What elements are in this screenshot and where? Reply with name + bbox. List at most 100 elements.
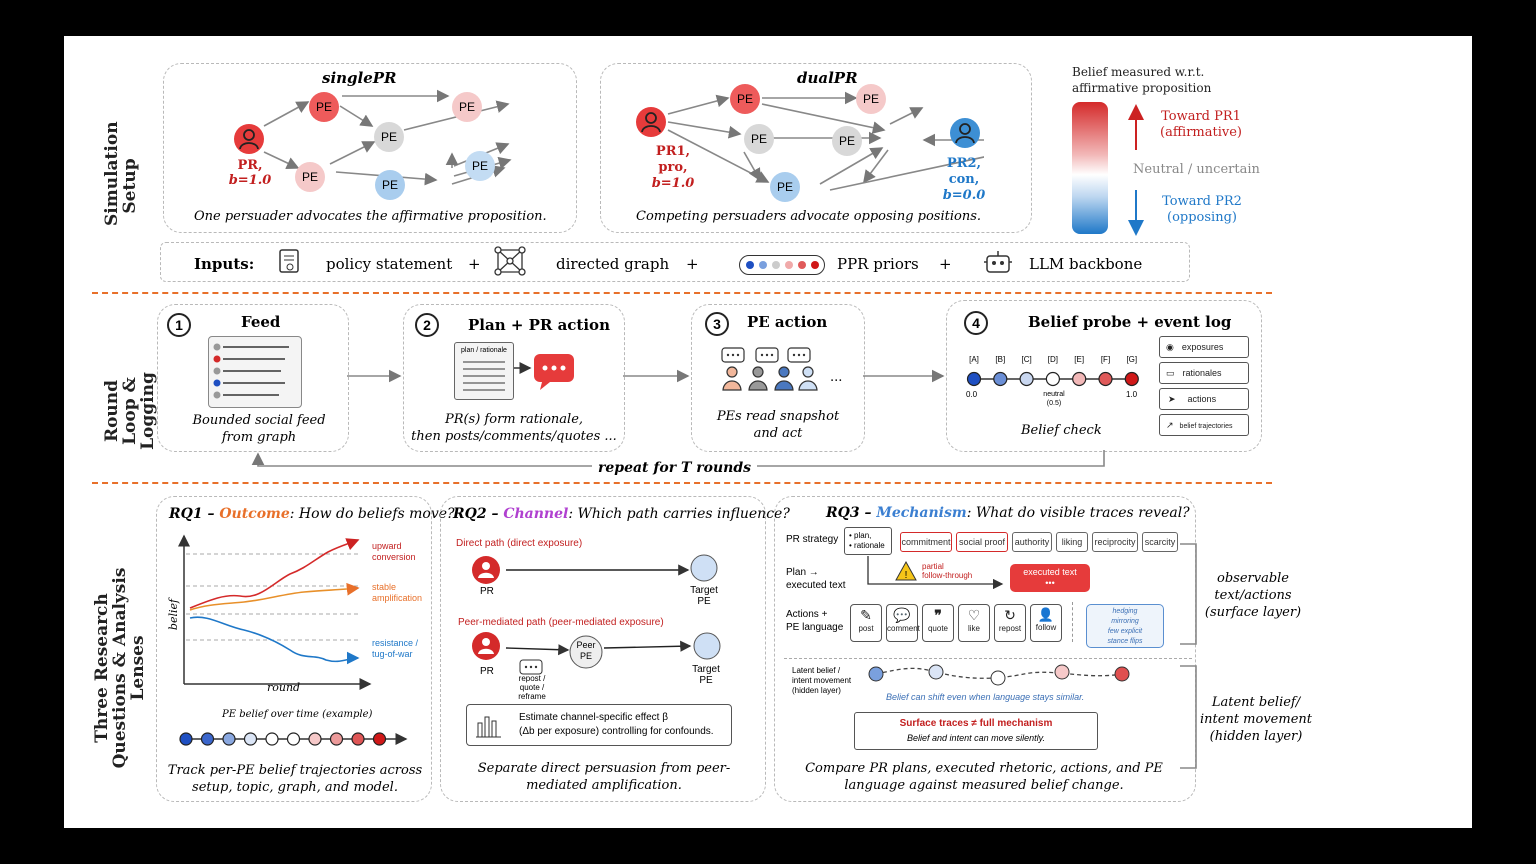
action-comment: 💬comment [886,604,920,642]
rq3-caption: Compare PR plans, executed rhetoric, act… [774,760,1194,794]
rq2-title: RQ2 – Channel: Which path carries influe… [453,506,790,522]
label-resistance: resistance /tug-of-war [372,638,418,660]
upward-line2: conversion [372,552,416,562]
rq3-caption-line2: language against measured belief change. [844,778,1124,793]
scale-label: [C] [1021,355,1031,364]
legend-arrows [1128,104,1144,236]
hedge-line1: hedging [1112,608,1138,615]
trajectory-dot [200,732,215,746]
legend-title-line1: Belief measured w.r.t. [1072,65,1205,79]
estimate-text: Estimate channel-specific effect β(Δb pe… [519,711,714,739]
step-number: 2 [415,313,439,337]
log-trajectories-label: belief trajectories [1179,423,1233,430]
inputs-bar [160,242,1190,282]
comment-icon: ▭ [1166,368,1175,378]
pr1-label: PR1, pro, b=1.0 [646,144,700,192]
action-repost-label: repost [998,624,1022,633]
pr-label: PR [480,586,494,597]
legend-bottom: Toward PR2 (opposing) [1146,194,1258,226]
rq1-trajectory-chart [178,534,372,690]
pr1-label-line2: pro, [658,160,688,175]
obs-line2: text/actions [1214,588,1292,603]
legend-bot-line1: Toward PR2 [1162,194,1242,209]
rq1-question: : How do beliefs move? [289,506,455,522]
speech-bubble-icon [534,354,574,390]
rq1-ylabel: belief [167,598,181,631]
pe-action-caption-line1: PEs read snapshot [716,409,840,424]
lat-line3: (hidden layer) [1209,729,1303,744]
policy-document-icon [279,249,299,273]
step-caption-feed: Bounded social feed from graph [174,412,344,446]
target-line2b: PE [699,675,713,686]
plus-sign: + [939,255,952,273]
more-dots: ... [830,370,843,385]
partial-line2: follow-through [922,571,973,580]
action-line2: quote / [519,683,545,692]
strategy-item-plan: plan, [854,531,872,540]
pe-group-icon [721,347,818,391]
dual-pr-title: dualPR [797,69,858,87]
scale-label: [G] [1126,355,1137,364]
direct-path-label: Direct path (direct exposure) [456,538,583,549]
latent-line2: intent movement [792,676,852,685]
strategy-commitment: commitment [900,532,952,552]
rq1-key: Outcome [219,506,290,522]
obs-line1: observable [1217,571,1289,586]
executed-dots: ••• [1045,578,1055,588]
action-post: ✎post [850,604,882,642]
plan-rationale-box: • plan,• rationale [844,527,892,555]
plan-to-text-arrow: ! [867,556,1004,590]
action-like: ♡like [958,604,990,642]
scale-label: [A] [969,355,979,364]
trajectory-dot [179,732,193,746]
rq2-question: : Which path carries influence? [568,506,790,522]
pr-label-line1: PR, [237,158,263,173]
rq3-title: RQ3 – Mechanism: What do visible traces … [826,505,1190,521]
strategy-social-proof: social proof [956,532,1008,552]
input-ppr-priors: PPR priors [837,255,919,273]
single-pr-title: singlePR [322,69,397,87]
rq1-trajectory-caption: PE belief over time (example) [222,709,373,720]
action-like-label: like [967,624,980,633]
rq3-question: : What do visible traces reveal? [966,505,1190,521]
scale-dot [1098,371,1113,387]
section-rq-text: Three Research Questions & Analysis Lens… [92,567,148,769]
surface-sub: Belief and intent can move silently. [907,733,1045,743]
arrow-icon [514,362,532,374]
log-actions: ➤actions [1159,388,1249,410]
strategy-authority: authority [1012,532,1052,552]
feed-icon [208,336,302,408]
pr1-node [636,107,666,137]
pe-node: PE [465,151,495,181]
target-line1: Target [690,585,718,596]
log-exposures: ◉exposures [1159,336,1249,358]
feed-caption-line2: from graph [221,430,297,445]
latent-label: Latent belief /intent movement(hidden la… [792,666,851,696]
pe-action-caption-line2: and act [753,426,803,441]
hedge-line2: mirroring [1111,618,1139,625]
trajectory-dot [222,732,236,746]
step-caption-plan: PR(s) form rationale, then posts/comment… [404,411,624,445]
loop-step-feed [157,304,349,452]
resist-line2: tug-of-war [372,649,413,659]
pe-node: PE [856,84,886,114]
actions-line2: PE language [786,622,844,633]
trajectory-dot [329,732,344,746]
person-icon [641,112,661,133]
plan-caption-line2: then posts/comments/quotes ... [411,429,617,444]
log-rationales: ▭rationales [1159,362,1249,384]
rq3-panel [774,496,1196,802]
dual-pr-caption: Competing persuaders advocate opposing p… [636,209,982,224]
action-quote: ❞quote [922,604,954,642]
legend-top-line2: (affirmative) [1160,125,1242,140]
plan-doc-label: plan / rationale [461,347,507,354]
comment-icon: 💬 [893,607,911,623]
legend-bot-line2: (opposing) [1167,210,1237,225]
rq1-caption-line1: Track per-PE belief trajectories across [167,763,423,778]
step-title-belief-probe: Belief probe + event log [1028,313,1232,331]
rq2-key: Channel [503,506,569,522]
belief-shift-note: Belief can shift even when language stay… [886,692,1085,702]
pe-node: PE [295,162,325,192]
obs-line3: (surface layer) [1204,605,1302,620]
